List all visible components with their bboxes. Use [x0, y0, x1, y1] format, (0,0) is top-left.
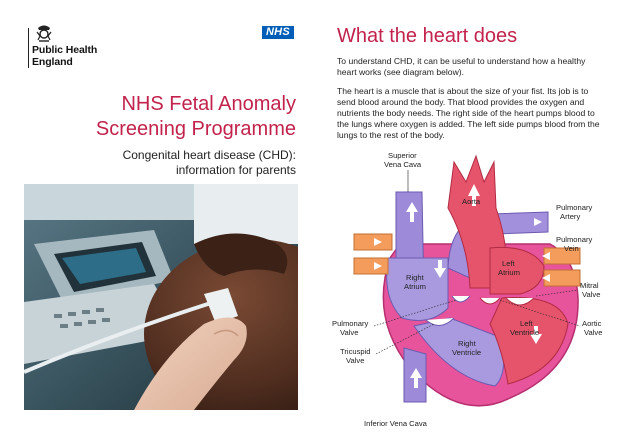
left-atrium: [489, 246, 545, 295]
label-pulmonary-valve: Pulmonary: [332, 319, 368, 328]
label-left-atrium: Atrium: [498, 268, 520, 277]
label-mitral-valve: Valve: [582, 290, 600, 299]
label-mitral-valve: Mitral: [580, 281, 599, 290]
label-pulmonary-artery: Pulmonary: [556, 203, 592, 212]
label-left-ventricle: Left: [520, 319, 534, 328]
programme-title-line: NHS Fetal Anomaly: [121, 93, 296, 115]
label-tricuspid-valve: Tricuspid: [340, 347, 371, 356]
label-aortic-valve: Aortic: [582, 319, 602, 328]
pulmonary-valve: [451, 295, 471, 303]
intro-paragraph: To understand CHD, it can be useful to u…: [337, 56, 586, 77]
programme-title: NHS Fetal Anomaly Screening Programme: [26, 92, 296, 142]
label-left-ventricle: Ventricle: [510, 328, 539, 337]
subtitle-line: information for parents: [175, 163, 296, 177]
organisation-line: Public Health: [32, 44, 98, 56]
left-ventricle: [489, 297, 569, 385]
cover-page: Public Health England NHS NHS Fetal Anom…: [24, 25, 298, 410]
tricuspid-valve: [425, 317, 455, 326]
heart-diagram: Superior Vena Cava Aorta Pulmonary Arter…: [332, 151, 602, 428]
label-right-ventricle: Right: [458, 339, 477, 348]
label-superior-vena-cava: Vena Cava: [384, 160, 422, 169]
label-inferior-vena-cava: Inferior Vena Cava: [364, 419, 428, 428]
label-aortic-valve: Valve: [584, 328, 602, 337]
logo-divider: [28, 28, 29, 68]
programme-title-line: Screening Programme: [95, 118, 296, 140]
pulmonary-vein-right: [543, 247, 581, 265]
mitral-valve: [505, 297, 535, 306]
label-pulmonary-artery: Artery: [560, 212, 580, 221]
info-page: What the heart does To understand CHD, i…: [310, 0, 620, 438]
pulmonary-vein-left: [353, 233, 393, 251]
ultrasound-scan-photo: [24, 184, 298, 410]
flow-arrows: [360, 184, 560, 388]
label-right-ventricle: Ventricle: [452, 348, 481, 357]
pulmonary-vein-right: [543, 269, 581, 287]
label-pulmonary-vein: Pulmonary: [556, 235, 592, 244]
aortic-valve: [479, 297, 501, 305]
label-pulmonary-valve: Valve: [340, 328, 358, 337]
label-right-atrium: Atrium: [404, 282, 426, 291]
pulmonary-vein-left: [353, 257, 389, 275]
subtitle-line: Congenital heart disease (CHD):: [122, 148, 296, 162]
nhs-logo: NHS: [262, 26, 294, 39]
royal-crest-icon: [36, 25, 52, 42]
page-heading: What the heart does: [337, 25, 518, 47]
label-aorta: Aorta: [462, 197, 481, 206]
right-atrium: [386, 257, 449, 321]
label-tricuspid-valve: Valve: [346, 356, 364, 365]
organisation-name: Public Health England: [32, 44, 97, 68]
organisation-line: England: [32, 56, 73, 68]
label-right-atrium: Right: [406, 273, 425, 282]
label-left-atrium: Left: [502, 259, 516, 268]
body-paragraph: The heart is a muscle that is about the …: [337, 86, 600, 140]
label-pulmonary-vein: Vein: [564, 244, 579, 253]
leaflet-subtitle: Congenital heart disease (CHD): informat…: [26, 148, 296, 178]
label-superior-vena-cava: Superior: [388, 151, 417, 160]
